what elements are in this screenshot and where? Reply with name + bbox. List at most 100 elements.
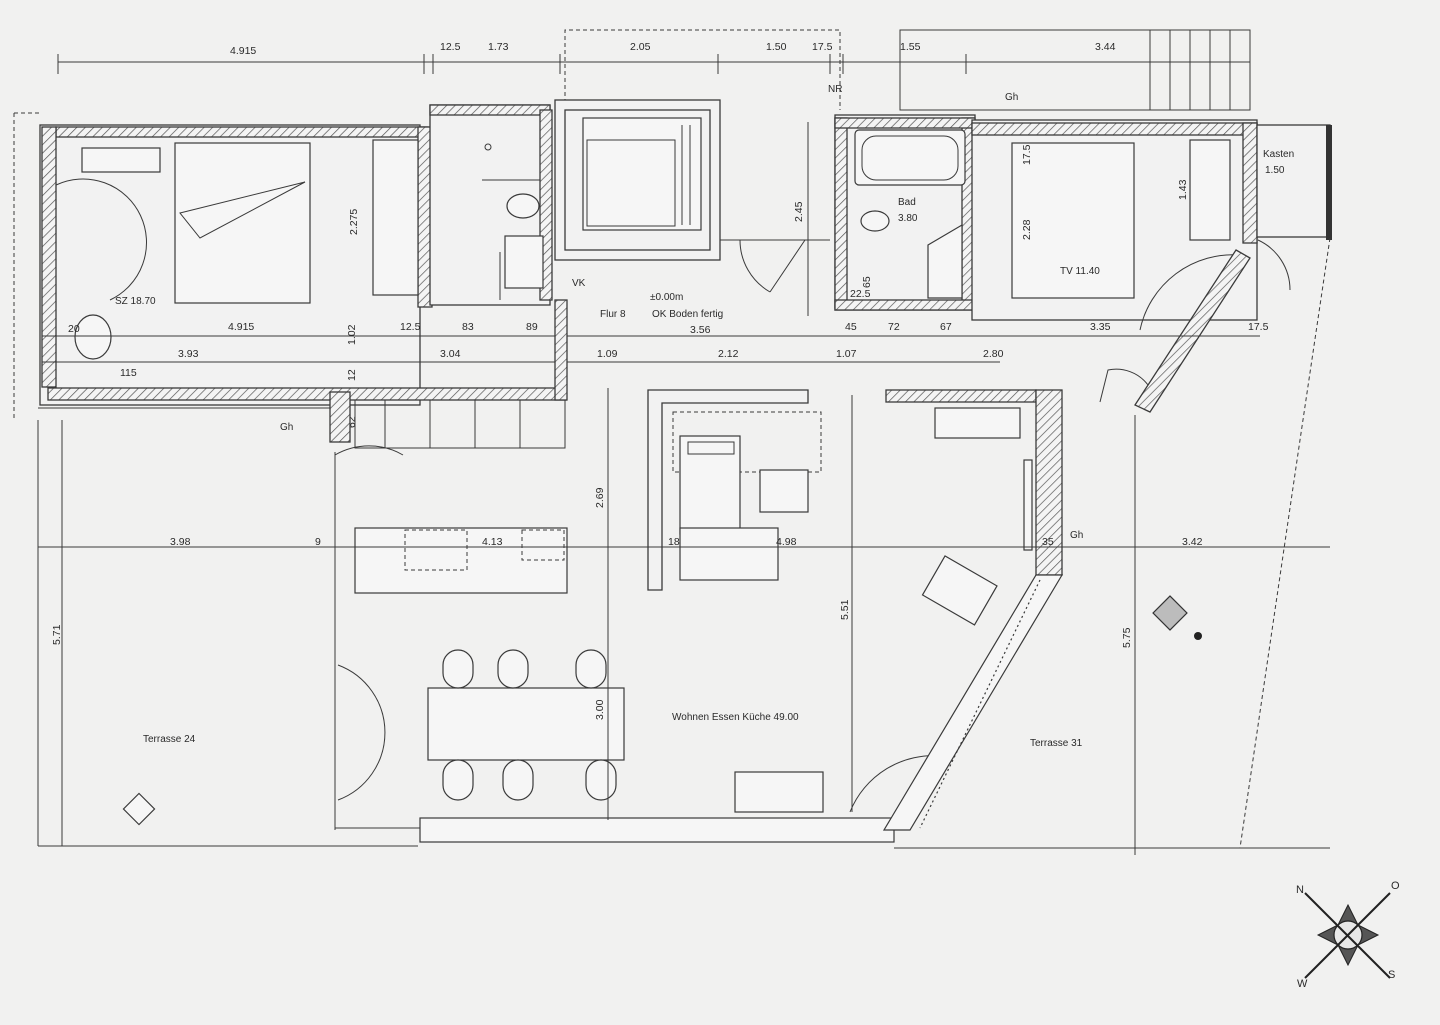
dim-top-4: 2.05: [630, 41, 651, 53]
bed-blanket: [179, 181, 306, 239]
diagonal-wall-living: [882, 574, 1064, 831]
label-terrasse-right: Terrasse 31: [1030, 738, 1083, 749]
kitchen-top-cabinets: [354, 399, 566, 449]
diagonal-wall-tv: [1134, 249, 1251, 413]
dining-chair: [575, 649, 607, 689]
dimension-row-mid: 3.98 9 18 35 3.42: [38, 536, 1330, 548]
dim-mid-35: 35: [1042, 536, 1054, 548]
label-level: ±0.00m: [650, 292, 683, 303]
double-bed: [174, 142, 311, 304]
dim-top-6: 17.5: [812, 41, 833, 53]
dim-r2-393: 3.93: [178, 348, 199, 360]
compass-s: S: [1388, 969, 1395, 981]
wardrobe: [372, 139, 419, 296]
dim-r2-212: 2.12: [718, 348, 739, 360]
dining-chair: [502, 759, 534, 801]
terrace-plant-right: [1152, 595, 1188, 631]
dim-r1-67: 67: [940, 321, 952, 333]
label-gh-left: Gh: [280, 422, 293, 433]
tv-door-swing: [1139, 254, 1241, 331]
terrace-plant-left: [122, 792, 156, 826]
label-sz: SZ 18.70: [115, 296, 156, 307]
dim-228: 2.28: [1021, 219, 1033, 240]
wc-fixture: [484, 143, 492, 151]
label-bad: Bad: [898, 197, 916, 208]
terrace-lamp: [1194, 632, 1202, 640]
sofa-back: [679, 435, 741, 535]
bathroom: Bad 3.80 65 22.5: [834, 114, 976, 311]
dim-top-5: 1.50: [766, 41, 787, 53]
dim-2275: 2.275: [348, 209, 360, 235]
nr-label: NR: [828, 84, 842, 95]
right-dashed-edge: [1239, 237, 1331, 849]
dim-r2-304: 3.04: [440, 348, 461, 360]
label-vk: VK: [572, 278, 586, 289]
dim-r1-335: 3.35: [1090, 321, 1111, 333]
dim-20: 20: [68, 323, 80, 335]
bedroom-armchair: [74, 314, 112, 360]
flur: ±0.00m Flur 8 OK Boden fertig 2.45: [600, 122, 830, 320]
dashed-outline-top: [564, 29, 841, 110]
wall-strip: [1023, 459, 1033, 551]
dim-r1-356: 3.56: [690, 324, 711, 336]
label-tv: TV 11.40: [1060, 266, 1100, 277]
dining-chair: [585, 759, 617, 801]
dashed-sofa-outline: [672, 411, 822, 473]
dim-175-v: 17.5: [1021, 144, 1033, 165]
living-area: Gh 4.13 4.98 Wohnen Essen Küche 49.00: [280, 299, 1083, 843]
terrasse-left: Terrasse 24 5.71: [37, 407, 418, 847]
staircase: [899, 29, 1251, 111]
label-kasten-area: 1.50: [1265, 165, 1285, 176]
dim-102: 1.02: [346, 324, 358, 345]
dim-r2-280: 2.80: [983, 348, 1004, 360]
dim-mid-342: 3.42: [1182, 536, 1203, 548]
terrasse-right: Terrasse 31 5.75: [894, 415, 1330, 855]
bedroom-shelf: [81, 147, 161, 173]
dining-table: [427, 687, 625, 761]
dim-551: 5.51: [839, 599, 851, 620]
dim-top-1: 4.915: [230, 45, 256, 57]
bathtub: [854, 129, 966, 186]
wc-room: [429, 104, 553, 306]
dim-mid-9: 9: [315, 536, 321, 548]
compass-n: N: [1296, 884, 1304, 896]
dim-300: 3.00: [594, 699, 606, 720]
dim-143: 1.43: [1177, 179, 1189, 200]
tv-cabinet: [1189, 139, 1231, 241]
cabinet-right: [934, 407, 1021, 439]
label-gh-right: Gh: [1070, 530, 1083, 541]
dim-r1-4915: 4.915: [228, 321, 254, 333]
dim-12: 12: [346, 369, 358, 381]
dining-chair: [497, 649, 529, 689]
dim-r2-109: 1.09: [597, 348, 618, 360]
dim-r1-72: 72: [888, 321, 900, 333]
label-gh-top: Gh: [1005, 92, 1018, 103]
coffee-table: [759, 469, 809, 513]
label-kasten: Kasten: [1263, 149, 1294, 160]
dim-r1-175: 17.5: [1248, 321, 1269, 333]
dimension-row-2: 3.93 3.04 1.09 2.12 1.07 2.80: [42, 348, 1004, 363]
dining-chair: [442, 759, 474, 801]
label-bad-area: 3.80: [898, 213, 918, 224]
dim-top-2: 12.5: [440, 41, 461, 53]
vk-appliance: [582, 117, 702, 231]
label-wohnen: Wohnen Essen Küche 49.00: [672, 712, 799, 723]
dim-r2-107: 1.07: [836, 348, 857, 360]
dim-top-7: 1.55: [900, 41, 921, 53]
bad-sink: [927, 223, 963, 299]
kitchen-island: [354, 527, 568, 594]
dim-245: 2.45: [793, 201, 805, 222]
dim-top-3: 1.73: [488, 41, 509, 53]
label-boden: OK Boden fertig: [652, 309, 723, 320]
dimension-row-1: 4.915 12.5 83 89 3.56 45 72 67 3.35 17.5: [42, 321, 1269, 337]
terrace-left-door: [337, 664, 386, 801]
label-terrasse-left: Terrasse 24: [143, 734, 196, 745]
living-partition: [647, 389, 809, 591]
sofa-seat: [679, 527, 779, 581]
wc-sink: [504, 235, 544, 289]
dim-115: 115: [120, 367, 137, 379]
dim-575: 5.75: [1121, 627, 1133, 648]
dim-571: 5.71: [51, 624, 63, 645]
dim-r1-45: 45: [845, 321, 857, 333]
